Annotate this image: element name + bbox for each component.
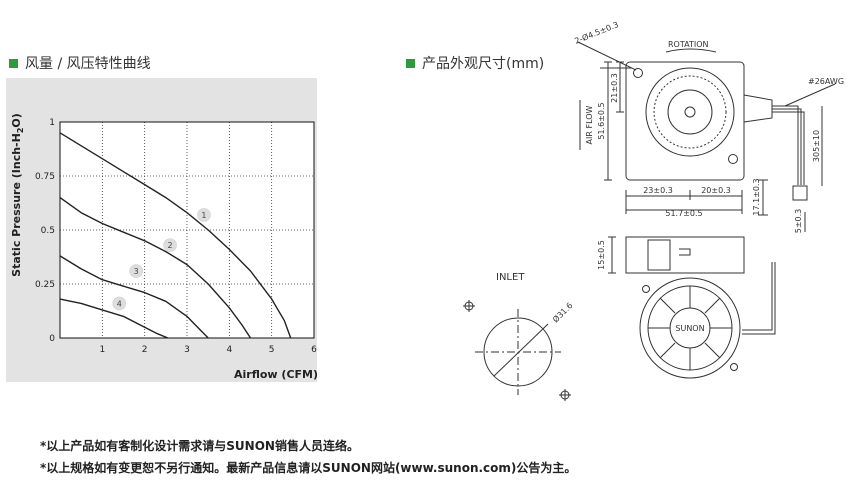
outlet-shroud (743, 94, 773, 123)
x-tick-label: 2 (142, 345, 148, 355)
series-line-2 (59, 197, 252, 339)
fan-top-body (625, 61, 745, 181)
y-tick-label: 0.75 (35, 172, 55, 182)
dim-width-total-label: 51.7±0.5 (665, 209, 702, 218)
mount-hole-1 (633, 68, 643, 78)
inlet-dia-leader (493, 323, 549, 377)
rotation-arc (665, 48, 717, 53)
bottom-wires (742, 262, 776, 335)
series-label-2: 2 (168, 241, 173, 250)
x-tick-label: 1 (99, 345, 105, 355)
series-line-3 (59, 255, 209, 339)
airflow-label: AIR FLOW (585, 105, 594, 144)
hub-circle (667, 89, 713, 135)
series-bubble-1 (197, 208, 211, 222)
wire-gauge-label: #26AWG (808, 77, 844, 86)
top-view (577, 41, 836, 232)
plot-frame (59, 121, 315, 339)
fan-curve-heading: 风量 / 风压特性曲线 (9, 53, 151, 73)
x-tick-label: 4 (226, 345, 232, 355)
chart-ticks: 1 2 3 4 5 6 0 0.25 0.5 0.75 1 (35, 118, 317, 355)
hub-center (684, 106, 696, 118)
footnote-spec-change: *以上规格如有变更恕不另行通知。最新产品信息请以SUNON网站(www.suno… (40, 461, 577, 475)
x-tick-label: 5 (269, 345, 275, 355)
impeller-blades (653, 75, 727, 149)
brand-label: SUNON (675, 324, 704, 333)
green-square-icon (9, 58, 18, 68)
dim-height-line (604, 61, 612, 181)
dimensions-heading-text: 产品外观尺寸(mm) (422, 56, 545, 72)
series-bubble-3 (129, 264, 143, 278)
inlet-outer (639, 277, 741, 379)
series-label-4: 4 (117, 299, 122, 308)
dim-wire-length-label: 305±10 (812, 130, 821, 162)
inlet-spokes (648, 286, 732, 370)
dim-width-b-label: 20±0.3 (701, 186, 731, 195)
series-line-1 (59, 132, 292, 339)
side-connector (647, 239, 671, 271)
bottom-hole-1 (642, 285, 650, 293)
side-tab (679, 248, 691, 256)
dim-outlet-line (758, 179, 768, 216)
fan-side-body (625, 236, 745, 274)
x-axis-label: Airflow (CFM) (234, 368, 318, 381)
x-tick-label: 6 (311, 345, 317, 355)
y-tick-label: 1 (49, 118, 55, 128)
crosshair-marks (463, 300, 571, 401)
dimensions-heading: 产品外观尺寸(mm) (406, 53, 544, 73)
hole-spec-label: 2-Ø4.5±0.3 (573, 19, 620, 46)
footnote-customization: *以上产品如有客制化设计需求请与SUNON销售人员连络。 (40, 439, 359, 453)
y-axis-label: Static Pressure (Inch-H2O) (10, 113, 25, 277)
inlet-label: INLET (496, 272, 525, 283)
dim-height-label: 51.6±0.5 (597, 102, 606, 139)
wire-strip (792, 185, 808, 201)
lead-wires (772, 105, 805, 185)
series-line-4 (59, 298, 169, 339)
housing-circle (645, 67, 735, 157)
inlet-dia-label: Ø31.6 (550, 300, 574, 324)
dim-thickness-label: 15±0.5 (597, 240, 606, 270)
mount-hole-2 (728, 154, 738, 164)
series-label-3: 3 (134, 267, 139, 276)
series-label-1: 1 (201, 211, 206, 220)
y-tick-label: 0 (49, 334, 55, 344)
y-tick-label: 0.5 (41, 226, 55, 236)
series-bubble-4 (112, 296, 127, 311)
fan-curve-heading-text: 风量 / 风压特性曲线 (25, 56, 151, 72)
dim-outlet-label: 17.1±0.3 (752, 178, 761, 215)
dim-strip-label: 5±0.3 (794, 209, 803, 234)
wire-leader (784, 83, 836, 107)
dim-thickness-line (608, 236, 616, 274)
x-tick-label: 3 (184, 345, 190, 355)
side-view (608, 236, 745, 274)
series-bubble-2 (163, 238, 177, 252)
dim-hole-label: 21±0.3 (610, 73, 619, 103)
dim-width-a-label: 23±0.3 (643, 186, 673, 195)
y-tick-label: 0.25 (35, 280, 55, 290)
dim-width-lines (625, 190, 743, 214)
chart-series: 1 2 3 4 (59, 132, 292, 339)
bottom-view (463, 262, 776, 401)
green-square-icon (406, 58, 415, 68)
inlet-centerlines (475, 309, 561, 395)
rotation-label: ROTATION (668, 40, 709, 49)
bottom-hole-2 (730, 363, 738, 371)
hole-leader (577, 41, 637, 71)
top-view-labels: 2-Ø4.5±0.3 ROTATION #26AWG AIR FLOW 51.6… (573, 19, 844, 233)
